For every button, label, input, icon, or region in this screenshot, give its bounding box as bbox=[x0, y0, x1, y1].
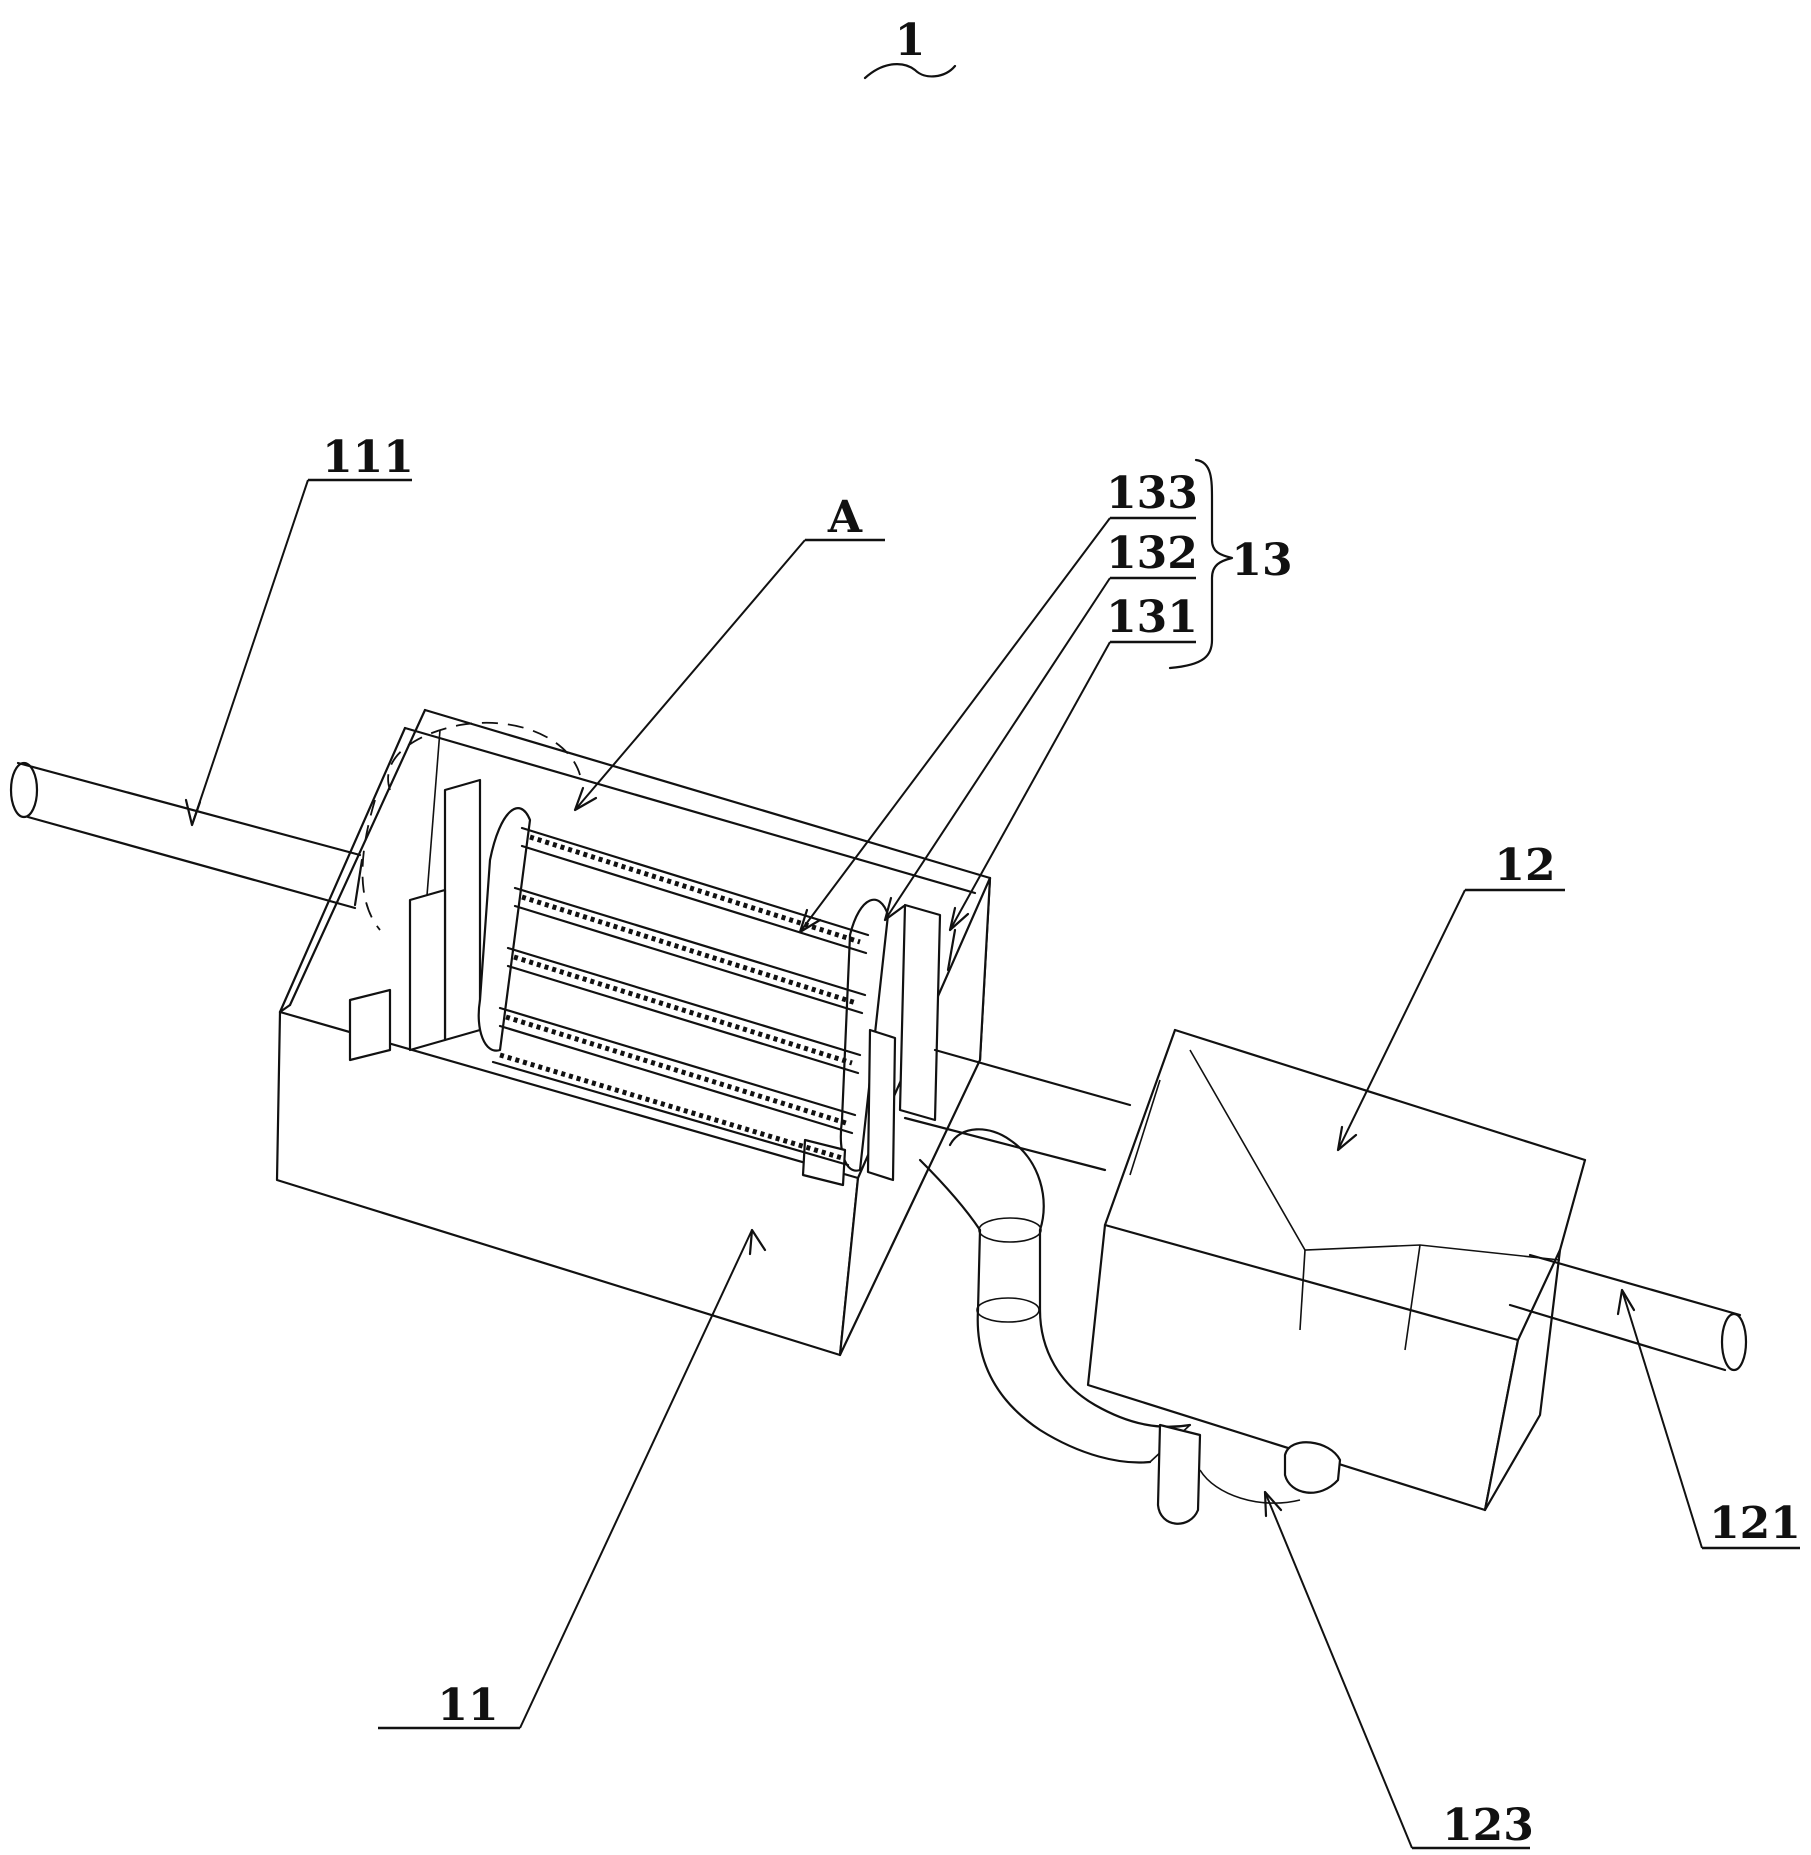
svg-text:132: 132 bbox=[1106, 528, 1198, 579]
label-132: 132 bbox=[883, 528, 1198, 922]
label-a: A bbox=[573, 492, 885, 812]
outlet-pipe bbox=[1508, 1253, 1748, 1372]
inlet-pipe bbox=[9, 761, 362, 910]
svg-text:131: 131 bbox=[1106, 592, 1198, 643]
detail-circle-a bbox=[361, 721, 581, 931]
label-123: 123 bbox=[1263, 1490, 1534, 1851]
sedimentation-tank bbox=[1086, 1028, 1587, 1525]
roller-assembly bbox=[348, 778, 957, 1187]
label-111: 111 bbox=[184, 432, 414, 827]
figure-number-squiggle bbox=[863, 63, 957, 80]
svg-text:13: 13 bbox=[1231, 535, 1292, 586]
label-11: 11 bbox=[378, 1228, 767, 1731]
svg-text:133: 133 bbox=[1106, 468, 1198, 519]
svg-text:A: A bbox=[827, 492, 863, 543]
svg-text:111: 111 bbox=[322, 432, 414, 483]
label-133: 133 bbox=[798, 468, 1198, 934]
connecting-pipe bbox=[903, 1048, 1132, 1172]
svg-text:121: 121 bbox=[1709, 1498, 1801, 1549]
label-13: 13 bbox=[1168, 458, 1293, 670]
svg-text:12: 12 bbox=[1494, 840, 1555, 891]
svg-text:123: 123 bbox=[1442, 1800, 1534, 1851]
label-12: 12 bbox=[1336, 840, 1565, 1152]
screening-box bbox=[275, 708, 992, 1357]
svg-text:11: 11 bbox=[437, 1680, 498, 1731]
label-131: 131 bbox=[948, 592, 1198, 932]
label-121: 121 bbox=[1616, 1288, 1801, 1550]
figure-number: 1 bbox=[895, 15, 926, 66]
